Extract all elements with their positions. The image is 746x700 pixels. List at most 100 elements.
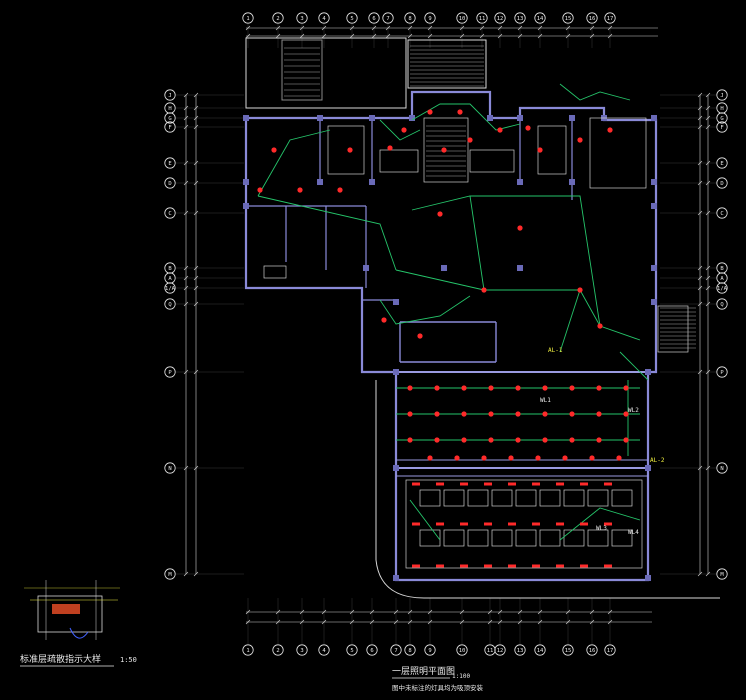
tube-light (460, 482, 468, 486)
axis-right-label: G (720, 116, 723, 122)
column (651, 299, 657, 305)
axis-top-bubble (562, 12, 574, 24)
equipment-cabinet (419, 489, 441, 507)
column (393, 299, 399, 305)
ceiling-light (537, 147, 543, 153)
axis-left-label: B (168, 266, 172, 272)
wiring-run (379, 295, 471, 325)
axis-top-bubble (242, 12, 254, 24)
tube-light (532, 564, 540, 568)
axis-right-bubble (716, 177, 728, 189)
axis-left-bubble (164, 366, 176, 378)
dimension-tick (537, 25, 543, 31)
wiring-run (411, 195, 601, 327)
dimension-tick (349, 25, 355, 31)
equipment-cabinet (587, 489, 609, 507)
ceiling-light (461, 437, 467, 443)
ceiling-light (517, 225, 523, 231)
structural-columns (243, 115, 657, 581)
dimension-tick (245, 33, 251, 39)
dimension-tick (697, 285, 703, 291)
axis-top-bubble (476, 12, 488, 24)
ceiling-light (271, 147, 277, 153)
axis-top-bubble (296, 12, 308, 24)
dimension-tick (607, 619, 613, 625)
dimension-tick (275, 619, 281, 625)
column (645, 575, 651, 581)
dimension-tick (183, 285, 189, 291)
ceiling-light (577, 137, 583, 143)
light-fixtures (257, 109, 629, 568)
detail-title: 标准层疏散指示大样 (20, 653, 101, 665)
circuit-label: WL3 (596, 525, 607, 532)
dimension-tick (705, 180, 711, 186)
axis-right-bubble (716, 366, 728, 378)
dimension-tick (565, 25, 571, 31)
column (243, 115, 249, 121)
axis-bottom-label: 12 (497, 648, 504, 654)
ceiling-light (481, 455, 487, 461)
dimension-tick (183, 105, 189, 111)
axis-right-bubble (716, 112, 728, 124)
tube-light (556, 522, 564, 526)
dimension-tick (705, 115, 711, 121)
dimension-tick (607, 33, 613, 39)
dimension-tick (193, 105, 199, 111)
wiring-run (469, 195, 485, 291)
dimension-tick (193, 115, 199, 121)
dimension-tick (705, 92, 711, 98)
column (393, 465, 399, 471)
dimension-tick (537, 33, 543, 39)
tube-light (460, 522, 468, 526)
axis-left-bubble (164, 121, 176, 133)
axis-right-bubble (716, 282, 728, 294)
ceiling-light (596, 411, 602, 417)
ceiling-light (434, 411, 440, 417)
equipment-cabinet (515, 489, 537, 507)
equipment-cabinet (467, 529, 489, 547)
axis-top-label: 15 (565, 16, 572, 22)
equipment-cabinet (611, 489, 633, 507)
axis-left-label: H (168, 106, 171, 112)
axis-left-label: C (168, 211, 171, 217)
dimension-tick (183, 465, 189, 471)
dimension-tick (705, 265, 711, 271)
dimension-tick (183, 115, 189, 121)
axis-top-label: 2 (276, 16, 279, 22)
dimension-tick (517, 609, 523, 615)
axis-left-label: E (168, 161, 171, 167)
dimension-tick (497, 609, 503, 615)
dimension-tick (407, 609, 413, 615)
dimension-tick (193, 180, 199, 186)
axis-top-label: 9 (428, 16, 431, 22)
axis-right-label: H (720, 106, 723, 112)
axis-left-bubble (164, 298, 176, 310)
axis-right-label: B (720, 266, 724, 272)
tube-light (580, 564, 588, 568)
axis-right-bubble (716, 568, 728, 580)
ceiling-light (515, 385, 521, 391)
axis-top-label: 10 (459, 16, 466, 22)
ceiling-light (434, 385, 440, 391)
equipment-cabinet (443, 489, 465, 507)
column (393, 575, 399, 581)
dimension-tick (697, 571, 703, 577)
column (317, 115, 323, 121)
building-walls (244, 90, 658, 582)
dimension-tick (427, 25, 433, 31)
axis-left-bubble (164, 282, 176, 294)
axis-top-label: 7 (386, 16, 389, 22)
dimension-tick (275, 609, 281, 615)
dimension-tick (697, 160, 703, 166)
dimension-tick (705, 210, 711, 216)
axis-top-label: 13 (517, 16, 524, 22)
circuit-label: AL-2 (650, 457, 665, 464)
dimension-tick (349, 609, 355, 615)
ceiling-light (457, 109, 463, 115)
axis-top-label: 16 (589, 16, 596, 22)
equipment-cabinet (611, 529, 633, 547)
dimension-tick (705, 301, 711, 307)
ceiling-light (427, 455, 433, 461)
dimension-tick (193, 369, 199, 375)
axis-bottom-bubble (424, 644, 436, 656)
